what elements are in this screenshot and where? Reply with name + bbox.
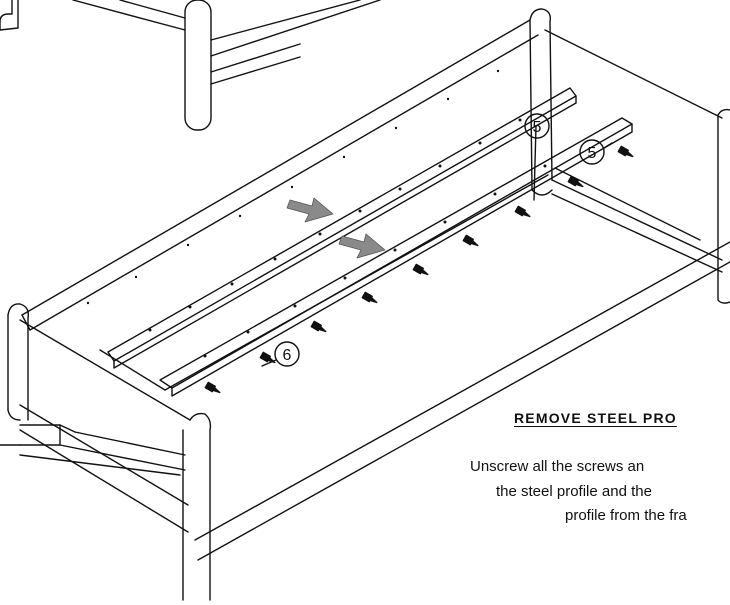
screw [567,175,584,188]
svg-text:5: 5 [533,119,542,136]
arrow-upper-profile [286,197,334,223]
screw [617,145,634,158]
steel-profiles [86,69,633,397]
instruction-heading: REMOVE STEEL PRO [514,410,677,426]
main-bed-frame [0,8,730,601]
screws [204,145,634,394]
svg-text:5: 5 [588,145,597,162]
screw [462,234,479,247]
arrow-lower-profile [338,233,386,259]
callout-screws: 6 [274,341,300,367]
screw [204,381,221,394]
screw [310,320,327,333]
removal-arrows [286,197,386,259]
instruction-line: the steel profile and the [496,483,652,500]
instruction-line: Unscrew all the screws an [470,458,645,475]
instruction-line: profile from the fra [565,507,687,524]
svg-text:6: 6 [283,347,292,364]
screw [412,263,429,276]
screw [514,205,531,218]
screw [361,291,378,304]
callout-upper-profile: 5 [524,113,550,139]
callout-lower-profile: 5 [579,139,605,165]
background-bed [0,0,381,131]
